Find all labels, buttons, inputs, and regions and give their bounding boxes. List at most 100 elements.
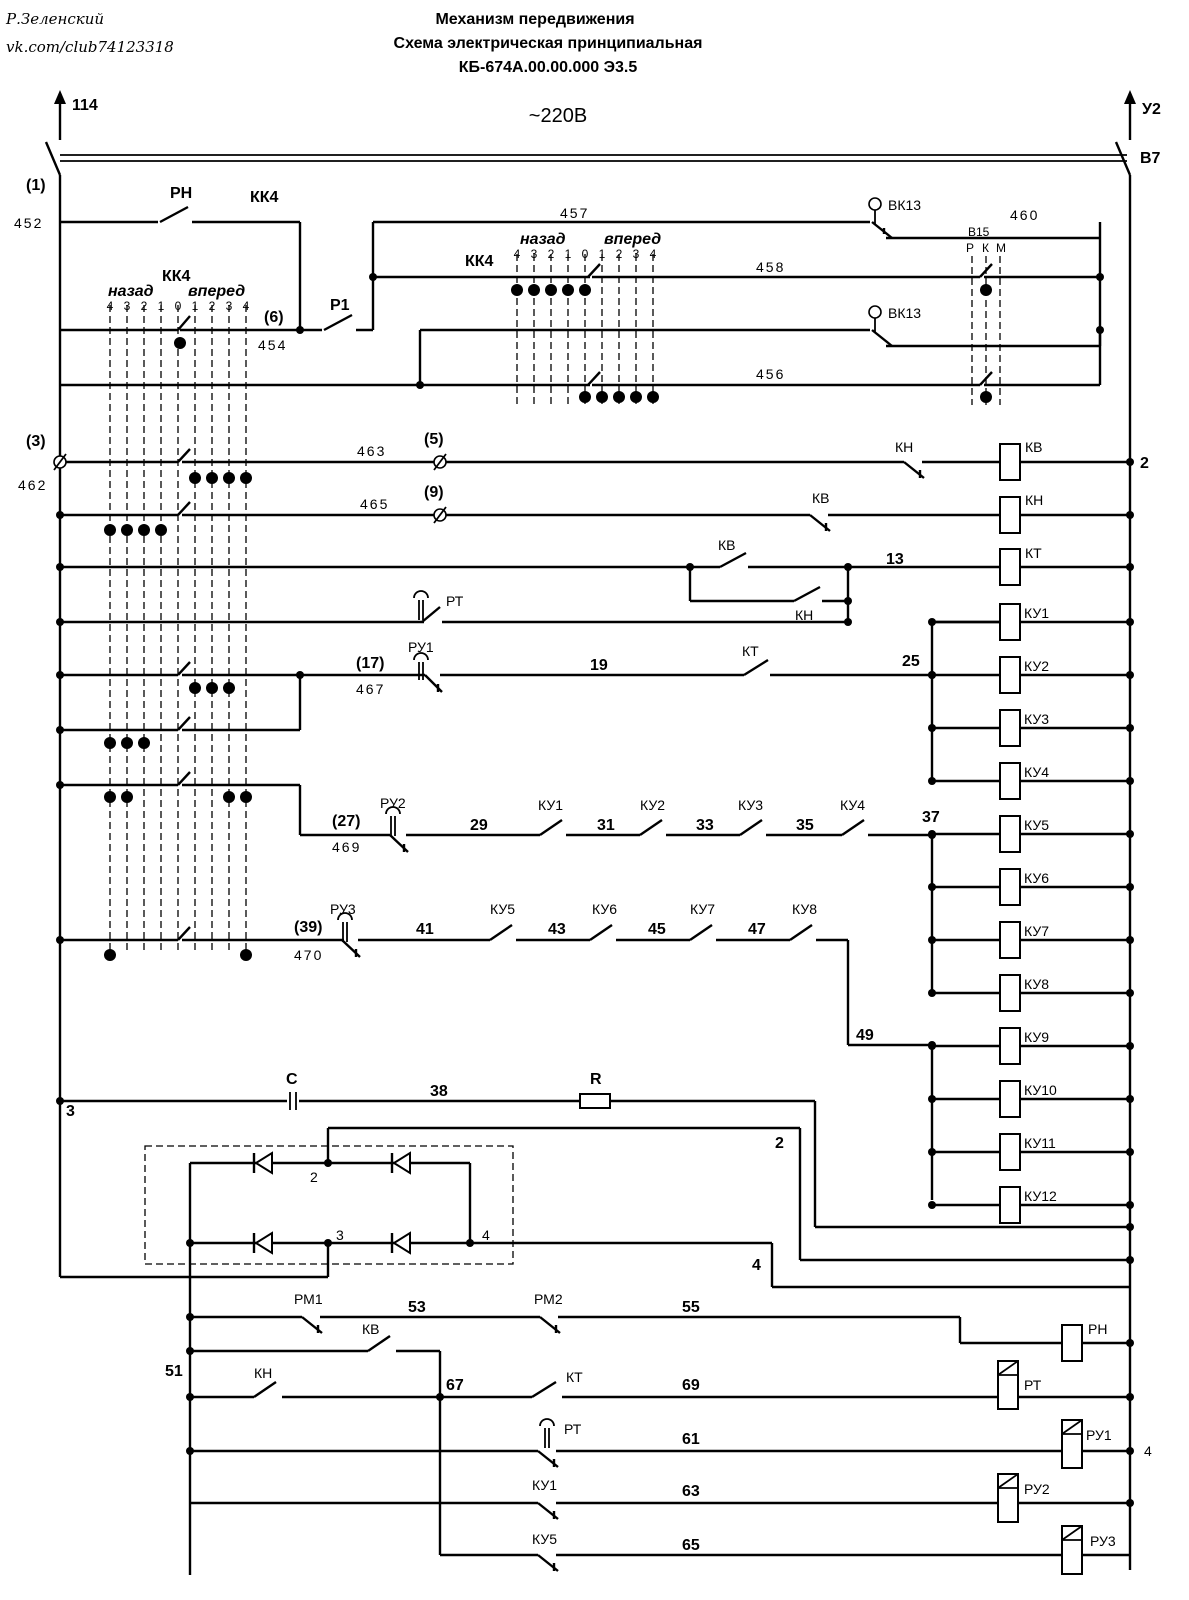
ku-coil-8 (999, 974, 1021, 1012)
kk4-upper-position-0: 4 (514, 247, 521, 261)
ku-coil-12 (999, 1186, 1021, 1224)
kk4-left-back: назад (108, 283, 154, 300)
ku-coil-label-12: КУ12 (1024, 1188, 1057, 1204)
kv-lower-label: КВ (362, 1321, 380, 1337)
node-9: (9) (424, 484, 444, 501)
return-bus-junction (1126, 883, 1134, 891)
node-4-right: 4 (1144, 1443, 1152, 1459)
node-3: (3) (26, 433, 46, 450)
wire-456: 456 (756, 366, 785, 382)
return-bus-junction (1126, 1095, 1134, 1103)
rn-coil-label: РН (1088, 1321, 1107, 1337)
ku8-contact-label: КУ8 (792, 901, 817, 917)
kk4-left-contact-dot (206, 472, 218, 484)
coil-bus-junction (928, 724, 936, 732)
kv-coil-label: КВ (1025, 439, 1043, 455)
kk4-left-contact-dot (223, 682, 235, 694)
title-line-3: КБ-674А.00.00.000 Э3.5 (459, 59, 638, 76)
kk4-left-contact-dot (138, 737, 150, 749)
p1-label: Р1 (330, 297, 350, 314)
kk4-upper-contact-dot (511, 284, 523, 296)
kn-coil-label: КН (1025, 492, 1043, 508)
kk4-left-contact-dot (223, 791, 235, 803)
kk4-upper-contact-dot (562, 284, 574, 296)
coil-bus-junction (928, 618, 936, 626)
kk4-left-contact-dot (223, 472, 235, 484)
kn-contact-1: КН (895, 439, 913, 455)
wire-29: 29 (470, 817, 488, 834)
kk4-left-contact-dot (240, 472, 252, 484)
kk4-upper-back: назад (520, 231, 566, 248)
ru3-contact-label: РУ3 (330, 901, 356, 917)
kk4-left-position-8: 4 (243, 299, 250, 313)
resistor-label: R (590, 1071, 602, 1088)
kv-contact-1: КВ (812, 490, 830, 506)
return-bus-junction (1126, 1042, 1134, 1050)
kk4-upper-position-8: 4 (650, 247, 657, 261)
coil-bus-junction (928, 936, 936, 944)
ku-coil-label-10: КУ10 (1024, 1082, 1057, 1098)
control-rows: (3) 462 463 (5) КН КВ 2 465 (9) КВ КН (18, 431, 1149, 1231)
vk13-label-2: ВК13 (888, 305, 921, 321)
vk13-label-1: ВК13 (888, 197, 921, 213)
v15-pos-r: Р (966, 241, 974, 255)
kk4-upper-position-6: 2 (616, 247, 623, 261)
ku6-contact-label: КУ6 (592, 901, 617, 917)
return-bus-junction (1126, 989, 1134, 997)
ku1-contact-label: КУ1 (538, 797, 563, 813)
ku-coil-label-2: КУ2 (1024, 658, 1049, 674)
ru2-contact-label: РУ2 (380, 795, 406, 811)
top-section: РН КК4 (6) 454 Р1 457 460 ВК13 КК4 458 В… (60, 185, 1104, 405)
kk4-left-contact-dot (121, 791, 133, 803)
wire-51: 51 (165, 1363, 183, 1380)
ku-coil-label-1: КУ1 (1024, 605, 1049, 621)
wire-470: 470 (294, 947, 323, 963)
kk4-upper-contact-dot (630, 391, 642, 403)
rm1-label: РМ1 (294, 1291, 323, 1307)
relay-coil-1 (999, 496, 1021, 534)
ku7-contact-label: КУ7 (690, 901, 715, 917)
coil-bus-junction (928, 777, 936, 785)
wire-462: 462 (18, 477, 47, 493)
ku-coil-4 (999, 762, 1021, 800)
kk4-left-contact-dot (240, 791, 252, 803)
ku5-lower-label: КУ5 (532, 1531, 557, 1547)
kk4-left-contact-dot (138, 524, 150, 536)
wire-31: 31 (597, 817, 615, 834)
kt-coil-label: КТ (1025, 545, 1042, 561)
wire-469: 469 (332, 839, 361, 855)
wire-463: 463 (357, 443, 386, 459)
kt-contact-label: КТ (742, 643, 759, 659)
ku-coil-label-3: КУ3 (1024, 711, 1049, 727)
return-bus-junction (1126, 724, 1134, 732)
kk4-left-contact-dot (121, 737, 133, 749)
ku-coil-10 (999, 1080, 1021, 1118)
kk4-upper-contact-dot (545, 284, 557, 296)
kk4-upper-contact-dot (647, 391, 659, 403)
wire-45: 45 (648, 921, 666, 938)
return-bus-junction (1126, 1201, 1134, 1209)
kk4-upper-position-1: 3 (531, 247, 538, 261)
ku5-contact-label: КУ5 (490, 901, 515, 917)
kk4-left-label: КК4 (162, 268, 191, 285)
ku1-lower-label: КУ1 (532, 1477, 557, 1493)
kk4-left-contact-dot (104, 791, 116, 803)
kn-contact-2: КН (795, 607, 813, 623)
ku-coil-9 (999, 1027, 1021, 1065)
wire-33: 33 (696, 817, 714, 834)
supply: 114 У2 ~220В В7 (1) 452 (14, 90, 1161, 1570)
diode-bridge: 2 3 4 2 4 (60, 1126, 1134, 1575)
wire-55: 55 (682, 1299, 700, 1316)
coil-bus-junction (928, 883, 936, 891)
kk4-upper-contact-dot (579, 391, 591, 403)
kk4-left-contact-dot (189, 472, 201, 484)
ru1-contact-label: РУ1 (408, 639, 434, 655)
kk4-upper-position-5: 1 (599, 247, 606, 261)
ru3-coil-label: РУ3 (1090, 1533, 1116, 1549)
author-link: vk.com/club74123318 (6, 38, 174, 56)
supply-voltage: ~220В (529, 105, 587, 127)
kk4-left-position-5: 1 (192, 299, 199, 313)
